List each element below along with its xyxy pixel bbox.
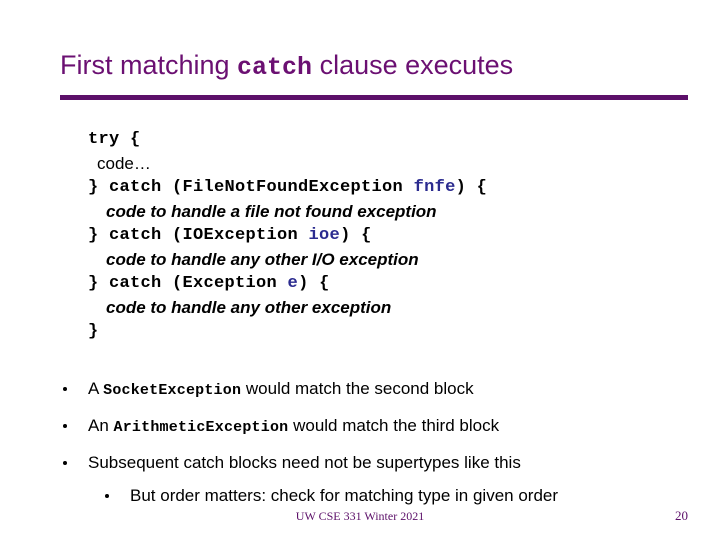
bullet-dot-icon [63,424,67,428]
page-title-prefix: First matching [60,50,238,80]
code-segment: } catch (IOException [88,226,309,245]
bullet-dot-icon [63,461,67,465]
code-segment: ) { [340,226,372,245]
code-line: } catch (Exception e) { [88,272,648,296]
code-line: code… [97,154,151,173]
list-item-code: SocketException [103,382,242,399]
footer-page-number: 20 [675,508,688,523]
code-line: } [88,322,99,341]
bullet-dot-icon [105,494,109,498]
list-item-text-pre: But order matters: check for matching ty… [130,486,559,505]
code-segment: } catch (FileNotFoundException [88,178,414,197]
list-item-text-pre: An [88,416,114,435]
list-item: A SocketException would match the second… [56,378,676,402]
code-comment-line: code to handle a file not found exceptio… [106,202,437,221]
title-underline-rule [60,95,688,100]
code-line: try { [88,130,141,149]
page-title-keyword: catch [237,53,313,82]
code-block: try { code… } catch (FileNotFoundExcepti… [88,128,648,344]
code-variable: e [287,274,299,293]
list-item-text-post: would match the second block [241,379,474,398]
page-title-suffix: clause executes [312,50,514,80]
code-line: } catch (FileNotFoundException fnfe) { [88,176,648,200]
list-item-text-pre: Subsequent catch blocks need not be supe… [88,453,521,472]
code-segment: ) { [455,178,488,197]
list-item: An ArithmeticException would match the t… [56,415,676,439]
footer-course-label: UW CSE 331 Winter 2021 [295,509,425,523]
code-variable: ioe [308,226,341,245]
list-item-text-post: would match the third block [288,416,500,435]
list-item-code: ArithmeticException [113,419,289,436]
bullet-list: A SocketException would match the second… [56,378,676,507]
list-item-text-pre: A [88,379,104,398]
code-segment: ) { [298,274,330,293]
bullet-dot-icon [63,387,67,391]
page-title: First matching catch clause executes [60,48,690,85]
code-comment-line: code to handle any other exception [106,298,392,317]
list-item-sub: But order matters: check for matching ty… [56,485,676,507]
code-line: } catch (IOException ioe) { [88,224,648,248]
code-comment-line: code to handle any other I/O exception [106,250,419,269]
code-variable: fnfe [413,178,456,197]
code-segment: } catch (Exception [88,274,288,293]
list-item: Subsequent catch blocks need not be supe… [56,452,676,474]
